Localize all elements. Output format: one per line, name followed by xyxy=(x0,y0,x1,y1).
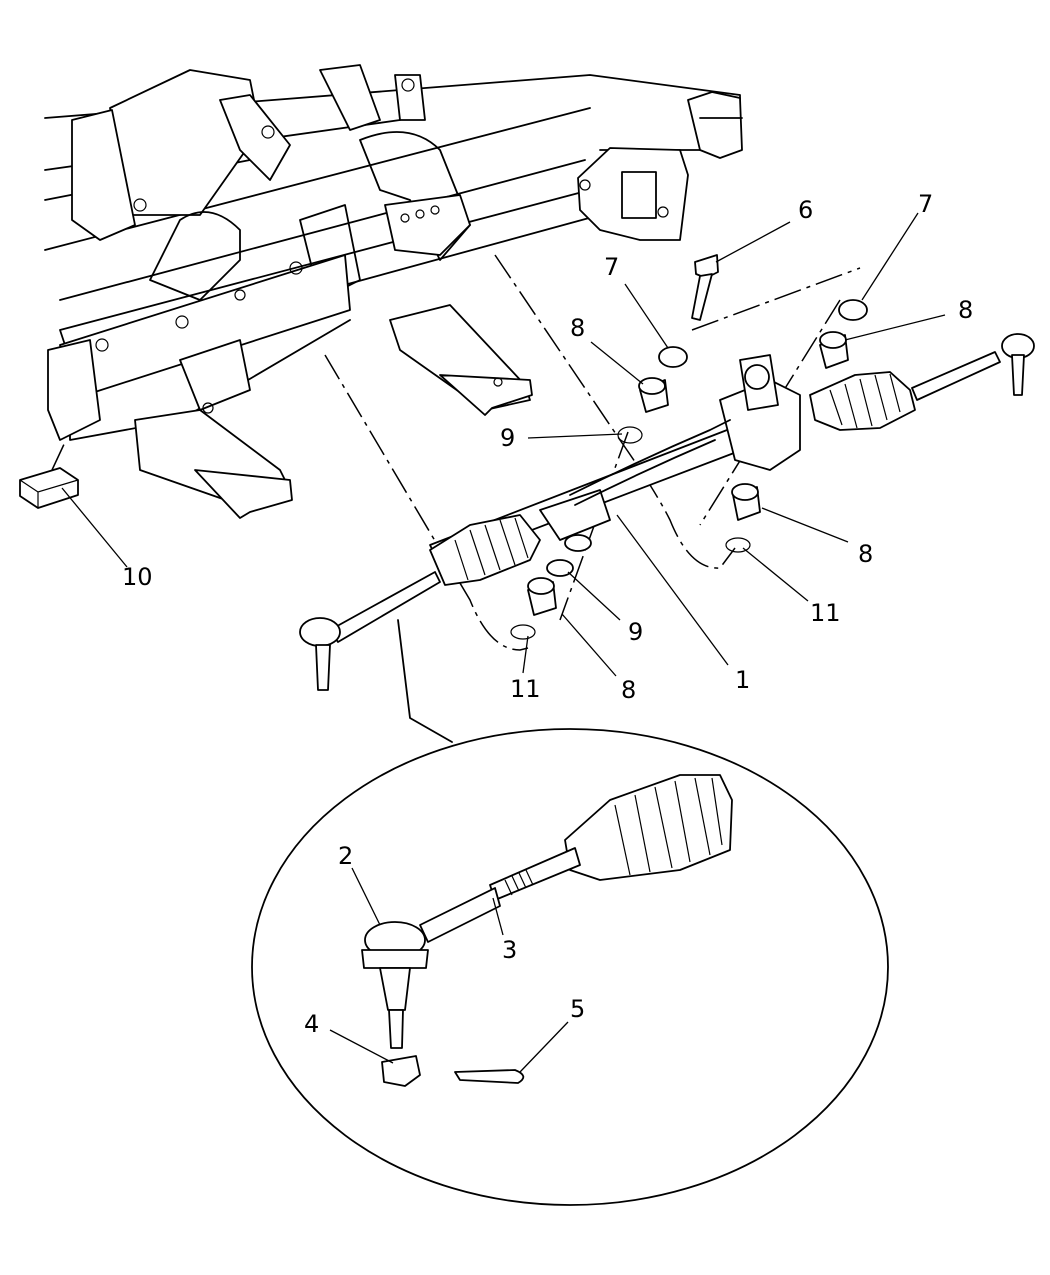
callout-6: 6 xyxy=(798,196,813,224)
callout-7-left: 7 xyxy=(604,253,619,281)
callout-2: 2 xyxy=(338,842,353,870)
callout-11-right: 11 xyxy=(810,599,841,627)
callout-4: 4 xyxy=(304,1010,319,1038)
bumper-pad xyxy=(19,439,79,509)
callout-1: 1 xyxy=(735,666,750,694)
callout-8-upper-right: 8 xyxy=(958,296,973,324)
callouts: 1 2 3 4 5 6 7 7 8 8 8 8 9 9 10 11 11 xyxy=(122,190,973,1038)
callout-10: 10 xyxy=(122,563,153,591)
callout-9-lower: 9 xyxy=(628,618,643,646)
callout-leaders xyxy=(61,212,946,1073)
callout-7-right: 7 xyxy=(918,190,933,218)
detail-leader xyxy=(397,619,453,743)
callout-3: 3 xyxy=(502,936,517,964)
callout-11-left: 11 xyxy=(510,675,541,703)
callout-8-lower-right: 8 xyxy=(858,540,873,568)
frame-cradle xyxy=(44,64,743,519)
detail-view xyxy=(251,728,889,1206)
frame-holes xyxy=(95,78,669,414)
mount-hardware xyxy=(510,254,868,640)
steering-gear xyxy=(299,333,1035,691)
callout-8-upper-left: 8 xyxy=(570,314,585,342)
callout-5: 5 xyxy=(570,995,585,1023)
callout-9-upper: 9 xyxy=(500,424,515,452)
callout-8-lower-left: 8 xyxy=(621,676,636,704)
